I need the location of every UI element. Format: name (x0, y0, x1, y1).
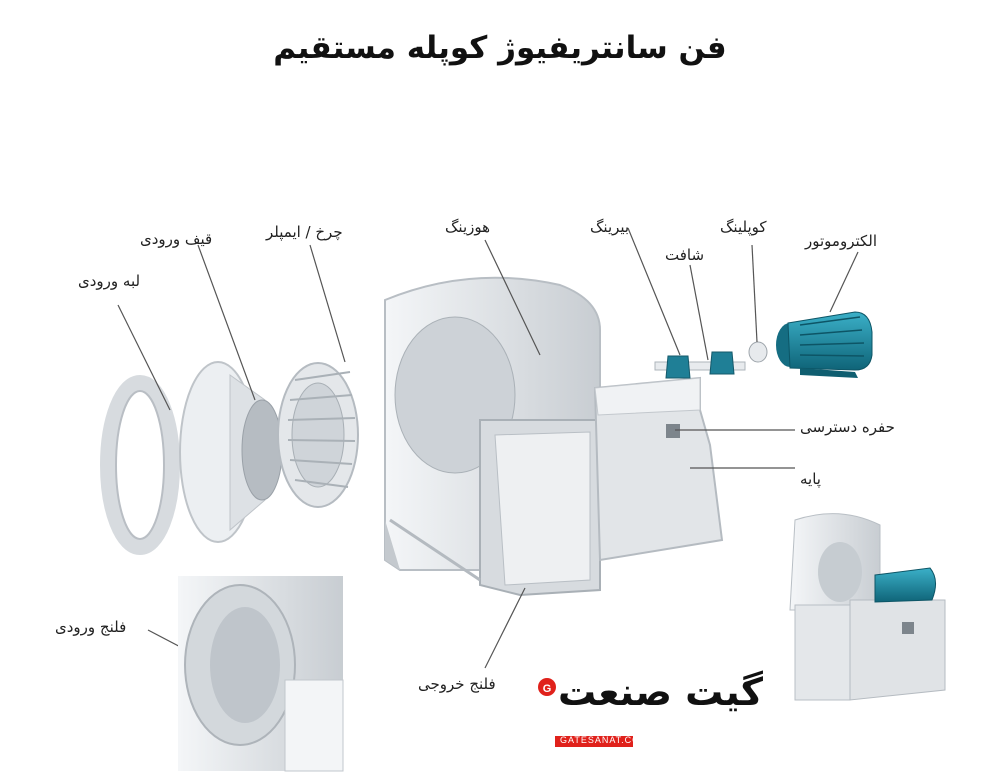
logo-url: GATESANAT.COM (560, 735, 649, 745)
svg-text:G: G (543, 683, 552, 695)
label-electromotor: الکتروموتور (805, 232, 878, 250)
base (593, 376, 724, 562)
leader-lines (117, 227, 859, 669)
housing (384, 276, 601, 597)
access-hole (666, 424, 680, 438)
label-coupling: کوپلینگ (720, 218, 767, 236)
coupling (748, 341, 768, 363)
label-bearing: بیرینگ (590, 218, 630, 236)
label-shaft: شافت (665, 246, 705, 264)
label-inlet-flange: فلنج ورودی (55, 618, 127, 636)
label-housing: هوزینگ (445, 218, 491, 236)
assembled-fan-thumbnail (789, 513, 946, 701)
impeller (277, 362, 359, 508)
label-inlet-cone: قیف ورودی (140, 230, 213, 248)
label-base: پایه (800, 470, 821, 488)
gatesanat-logo: G (538, 678, 633, 747)
electromotor (776, 311, 873, 378)
label-access-hole: حفره دسترسی (800, 418, 895, 436)
inlet-cone (179, 361, 283, 543)
diagram-title: فن سانتریفیوژ کوپله مستقیم (273, 30, 727, 66)
inlet-flange-closeup (178, 576, 344, 772)
label-inlet-ring: لبه ورودی (78, 272, 141, 290)
logo-wordmark: گیت صنعت (558, 670, 763, 714)
inlet-ring (100, 375, 180, 555)
shaft-assembly (654, 351, 746, 379)
label-impeller: چرخ / ایمپلر (266, 223, 343, 241)
label-outlet-flange: فلنج خروجی (418, 675, 496, 693)
